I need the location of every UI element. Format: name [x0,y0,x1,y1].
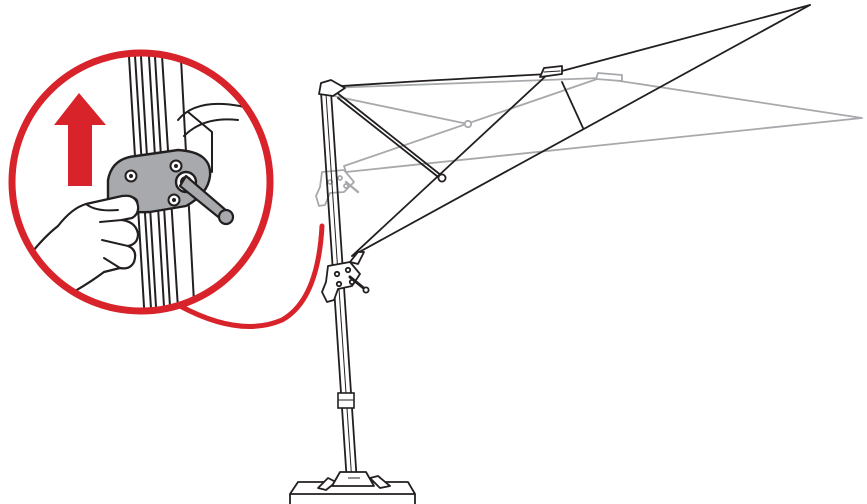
umbrella-base [289,471,416,504]
ghost-canopy [315,72,863,207]
crank-bracket [321,251,370,303]
crank-handle-icon [178,174,235,226]
up-arrow-icon [54,93,106,186]
ghost-bracket [315,169,355,207]
active-canopy [318,4,811,257]
magnifier-callout-icon [8,49,325,329]
